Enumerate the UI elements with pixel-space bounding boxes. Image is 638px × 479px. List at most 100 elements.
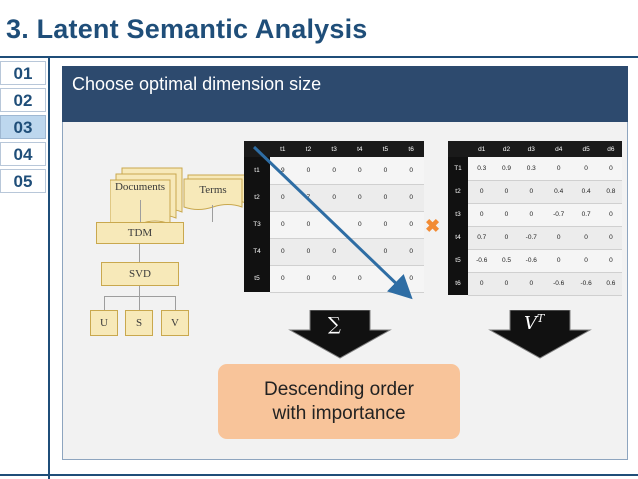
table-cell: 0 bbox=[517, 203, 545, 227]
table-cell: 0 bbox=[295, 211, 322, 239]
nav-item-02[interactable]: 02 bbox=[0, 88, 46, 112]
vt-symbol: VT bbox=[524, 312, 544, 334]
callout-line-1: Descending order bbox=[264, 379, 414, 400]
table-cell: 0 bbox=[495, 226, 518, 250]
row-header: t4 bbox=[448, 226, 468, 249]
sidebar-divider bbox=[48, 58, 50, 479]
table-cell: 0.7 bbox=[572, 203, 600, 227]
nav-item-03[interactable]: 03 bbox=[0, 115, 46, 139]
table-cell: 0 bbox=[495, 180, 518, 204]
table-row: t3 0 0 0 -0.7 0.7 0 bbox=[448, 203, 622, 227]
table-row: t5 -0.6 0.5 -0.6 0 0 0 bbox=[448, 249, 622, 273]
callout-box: Descending order with importance bbox=[218, 364, 460, 439]
column-header: d4 bbox=[544, 141, 573, 157]
table-cell: -0.6 bbox=[468, 249, 496, 273]
vt-symbol-superscript: T bbox=[537, 312, 545, 325]
sigma-symbol: ∑ bbox=[328, 314, 341, 335]
vt-symbol-base: V bbox=[524, 313, 537, 334]
table-row: T3 0 0 0 0 0 bbox=[244, 211, 424, 239]
column-header: d3 bbox=[517, 141, 545, 157]
column-header: d5 bbox=[572, 141, 600, 157]
table-cell: 0 bbox=[295, 157, 322, 185]
documents-label: Documents bbox=[114, 181, 166, 193]
table-cell: 0 bbox=[270, 184, 296, 212]
terms-icon bbox=[183, 174, 247, 210]
table-row: t4 0.7 0 -0.7 0 0 0 bbox=[448, 226, 622, 250]
table-cell: 0 bbox=[346, 157, 373, 185]
row-header: t2 bbox=[244, 184, 270, 211]
connector bbox=[139, 286, 140, 296]
row-header: t5 bbox=[448, 249, 468, 272]
corner-cell bbox=[448, 141, 468, 157]
table-cell: 0 bbox=[346, 265, 373, 293]
table-cell: 0 bbox=[372, 157, 399, 185]
table-cell bbox=[372, 265, 399, 293]
table-cell: 0 bbox=[270, 211, 296, 239]
table-cell: -0.7 bbox=[544, 203, 573, 227]
u-box: U bbox=[90, 310, 118, 336]
column-header: t6 bbox=[398, 141, 424, 157]
table-row: t1 9 0 0 0 0 0 bbox=[244, 157, 424, 185]
s-box: S bbox=[125, 310, 153, 336]
row-header: t2 bbox=[448, 180, 468, 203]
table-cell: 0.6 bbox=[599, 272, 622, 296]
table-cell: 0 bbox=[398, 157, 424, 185]
table-cell: 0 bbox=[398, 184, 424, 212]
table-cell: 0 bbox=[599, 249, 622, 273]
row-header: t5 bbox=[244, 265, 270, 292]
multiply-icon: ✖ bbox=[425, 216, 441, 236]
sigma-matrix: t1 t2 t3 t4 t5 t6 t1 9 0 0 0 0 0 t2 0 7 … bbox=[244, 141, 424, 293]
table-cell: 0 bbox=[517, 272, 545, 296]
table-cell: 0 bbox=[346, 211, 373, 239]
connector bbox=[175, 296, 176, 310]
table-cell: 0 bbox=[599, 226, 622, 250]
nav-item-04[interactable]: 04 bbox=[0, 142, 46, 166]
table-cell: 0 bbox=[372, 211, 399, 239]
table-cell: 0 bbox=[398, 238, 424, 266]
table-row: t6 0 0 0 -0.6 -0.6 0.6 bbox=[448, 272, 622, 296]
callout-line-2: with importance bbox=[272, 403, 406, 424]
table-cell: 0 bbox=[468, 180, 496, 204]
connector bbox=[139, 296, 140, 310]
column-header: d6 bbox=[599, 141, 622, 157]
footer-divider bbox=[0, 474, 638, 476]
column-header: d1 bbox=[468, 141, 496, 157]
table-cell: 0 bbox=[468, 203, 496, 227]
column-header: d2 bbox=[495, 141, 518, 157]
table-cell: 0 bbox=[517, 180, 545, 204]
table-cell: 0 bbox=[321, 238, 347, 266]
row-header: t6 bbox=[448, 272, 468, 295]
table-cell: -0.7 bbox=[517, 226, 545, 250]
table-cell: 0 bbox=[544, 226, 573, 250]
table-cell: 0.3 bbox=[468, 157, 496, 181]
table-cell: 0 bbox=[495, 272, 518, 296]
tdm-box: TDM bbox=[96, 222, 184, 244]
svd-box: SVD bbox=[101, 262, 179, 286]
documents-icon bbox=[110, 167, 183, 228]
connector bbox=[212, 205, 213, 222]
table-cell: 0 bbox=[372, 238, 399, 266]
table-cell: 0 bbox=[572, 226, 600, 250]
table-row: T1 0.3 0.9 0.3 0 0 0 bbox=[448, 157, 622, 181]
table-row: T4 0 0 0 0 0 bbox=[244, 238, 424, 266]
table-cell: 0.9 bbox=[495, 157, 518, 181]
table-cell: 0 bbox=[295, 265, 322, 293]
slide-title: 3. Latent Semantic Analysis bbox=[6, 14, 368, 44]
table-cell: 9 bbox=[270, 157, 296, 185]
table-cell: 0 bbox=[599, 203, 622, 227]
table-cell: 0.4 bbox=[572, 180, 600, 204]
diagonal-arrow-icon bbox=[252, 145, 413, 300]
panel-header bbox=[62, 66, 628, 122]
section-nav: 01 02 03 04 05 bbox=[0, 58, 49, 479]
table-cell: 0 bbox=[321, 265, 347, 293]
row-header: t3 bbox=[448, 203, 468, 226]
table-cell: 0 bbox=[544, 249, 573, 273]
column-header: t1 bbox=[270, 141, 296, 157]
sigma-arrow-icon bbox=[288, 310, 392, 359]
table-cell bbox=[346, 238, 373, 266]
nav-item-01[interactable]: 01 bbox=[0, 61, 46, 85]
vt-arrow-icon bbox=[488, 310, 592, 359]
table-row: t2 0 7 0 0 0 0 bbox=[244, 184, 424, 212]
table-cell: 0.7 bbox=[468, 226, 496, 250]
nav-item-05[interactable]: 05 bbox=[0, 169, 46, 193]
